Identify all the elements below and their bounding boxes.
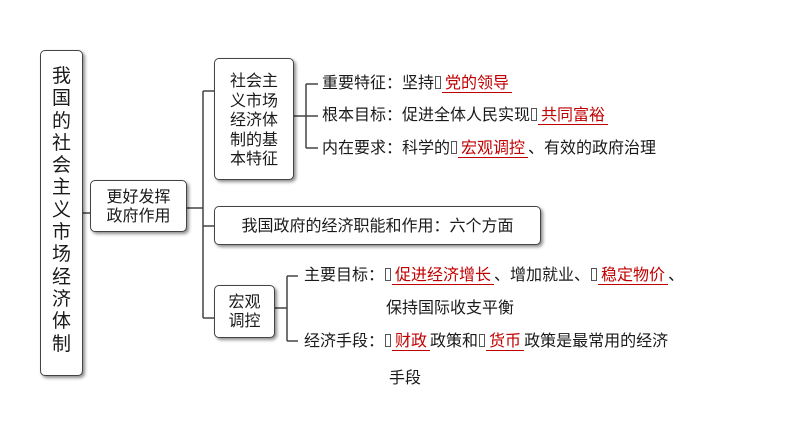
blank-marker xyxy=(451,141,458,154)
means-answer-1: 财政 xyxy=(392,332,431,351)
macro-means-line-1: 经济手段： 财政政策和货币政策是最常用的经济 xyxy=(304,331,668,351)
macro-node: 宏观 调控 xyxy=(214,285,275,338)
blank-marker xyxy=(479,334,486,347)
blank-marker xyxy=(385,268,392,281)
macro-goal-line-1: 主要目标： 促进经济增长、增加就业、稳定物价、 xyxy=(304,265,684,285)
goal-answer-2: 稳定物价 xyxy=(598,266,669,285)
branch-node: 更好发挥 政府作用 xyxy=(90,180,187,232)
feature-item-2: 根本目标：促进全体人民实现共同富裕 xyxy=(322,105,609,125)
blank-marker xyxy=(385,334,392,347)
feature-2-answer: 共同富裕 xyxy=(538,106,609,125)
feature-2-prefix: 根本目标：促进全体人民实现 xyxy=(322,105,531,124)
root-label: 我 国 的 社 会 主 义 市 场 经 济 体 制 xyxy=(51,65,71,355)
feature-1-prefix: 重要特征：坚持 xyxy=(322,73,435,92)
role-node: 我国政府的经济职能和作用：六个方面 xyxy=(214,206,541,245)
means-mid: 政策和 xyxy=(430,331,479,350)
root-node: 我 国 的 社 会 主 义 市 场 经 济 体 制 xyxy=(40,50,83,376)
macro-label: 宏观 调控 xyxy=(228,292,261,330)
means-prefix: 经济手段： xyxy=(304,331,385,350)
goal-prefix: 主要目标： xyxy=(304,265,385,284)
feature-3-prefix: 内在要求：科学的 xyxy=(322,138,451,157)
goal-suffix: 、 xyxy=(668,265,685,284)
macro-means-line-2: 手段 xyxy=(389,368,422,387)
means-suffix: 政策是最常用的经济 xyxy=(524,331,669,350)
feature-3-answer: 宏观调控 xyxy=(458,139,529,158)
branch-label: 更好发挥 政府作用 xyxy=(106,187,171,225)
goal-answer-1: 促进经济增长 xyxy=(392,266,495,285)
blank-marker xyxy=(531,108,538,121)
feature-label: 社会主 义市场 经济体 制的基 本特征 xyxy=(229,71,278,168)
means-answer-2: 货币 xyxy=(486,332,525,351)
macro-goal-line-2: 保持国际收支平衡 xyxy=(386,298,515,317)
goal-mid: 、增加就业、 xyxy=(494,265,591,284)
role-label: 我国政府的经济职能和作用：六个方面 xyxy=(241,216,514,235)
blank-marker xyxy=(435,76,442,89)
feature-item-1: 重要特征：坚持党的领导 xyxy=(322,73,513,93)
feature-3-suffix: 、有效的政府治理 xyxy=(528,138,657,157)
feature-node: 社会主 义市场 经济体 制的基 本特征 xyxy=(214,58,294,180)
feature-item-3: 内在要求：科学的宏观调控、有效的政府治理 xyxy=(322,138,656,158)
feature-1-answer: 党的领导 xyxy=(442,74,513,93)
blank-marker xyxy=(591,268,598,281)
